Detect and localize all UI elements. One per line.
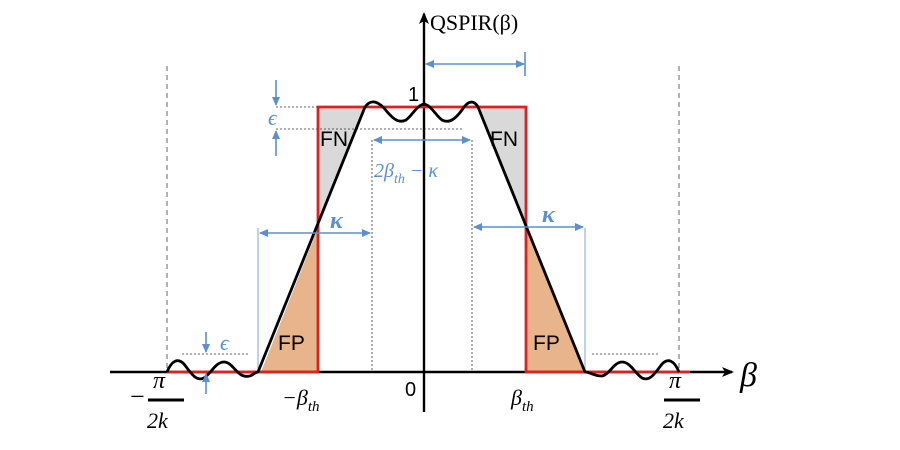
guide-lines — [182, 106, 660, 372]
neg-threshold-label: −βth — [282, 385, 319, 415]
epsilon-label-bottom: ϵ — [220, 330, 230, 355]
ideal-filter-line — [167, 105, 690, 374]
bracket-lines — [257, 228, 586, 372]
kappa-label-right: κ — [542, 202, 556, 228]
epsilon-label-top: ϵ — [268, 105, 278, 130]
tick-zero: 0 — [405, 379, 416, 401]
right-limit-label: π 2k — [663, 368, 700, 433]
left-limit-numerator: π — [153, 368, 166, 394]
x-axis-label: β — [739, 357, 757, 394]
right-limit-denominator: 2k — [663, 408, 685, 433]
tick-one: 1 — [408, 84, 419, 106]
annotation-arrows — [202, 52, 584, 394]
fp-label-right: FP — [533, 332, 560, 355]
left-limit-sign: − — [130, 382, 145, 411]
fp-label-left: FP — [278, 332, 305, 355]
y-axis-label: QSPIR(β) — [430, 10, 518, 35]
fn-label-right: FN — [490, 128, 518, 151]
left-limit-denominator: 2k — [147, 408, 169, 433]
kappa-label-left: κ — [330, 208, 344, 234]
passband-label: 2βth − κ — [374, 160, 438, 187]
fn-label-left: FN — [320, 128, 348, 151]
left-limit-label: − π 2k — [130, 368, 184, 433]
fp-region-left — [261, 228, 318, 372]
response-curve — [165, 100, 681, 381]
right-limit-numerator: π — [669, 368, 682, 394]
pos-threshold-label: βth — [510, 385, 534, 415]
